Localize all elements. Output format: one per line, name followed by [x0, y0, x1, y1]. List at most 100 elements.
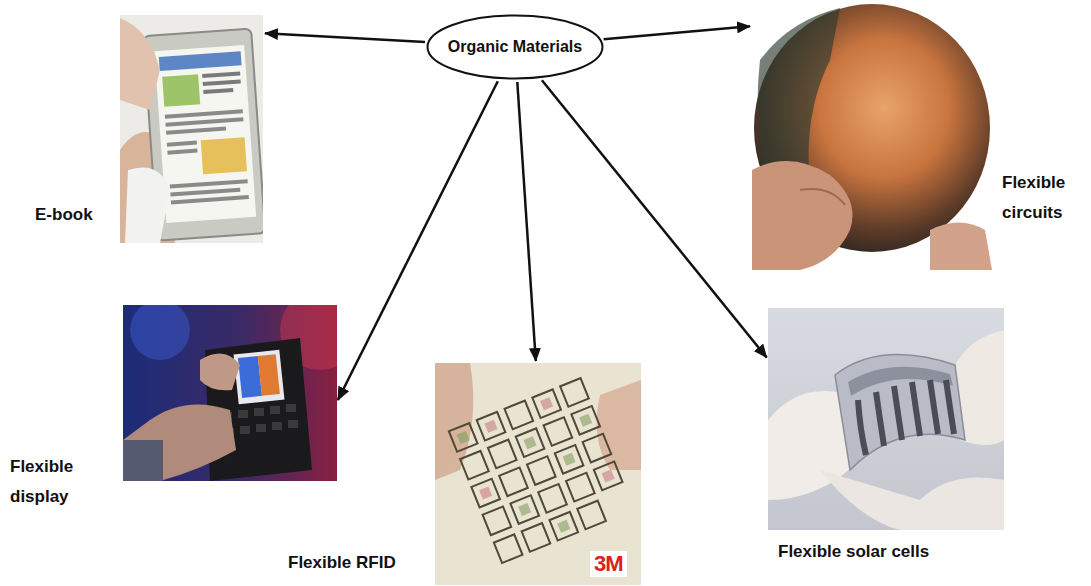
flexible-rfid-photo-part-part [494, 534, 523, 563]
flexible-rfid-photo-part-part [485, 420, 498, 433]
ebook-photo-part [120, 18, 160, 110]
flexible-solar-cell-photo-part [768, 308, 1004, 530]
photo-caption: Flexible circuits [1002, 168, 1084, 228]
central-ellipse: Organic Materials [426, 14, 604, 80]
flexible-rfid-photo-part-part [540, 397, 553, 410]
flexible-rfid-photo-part-part [457, 431, 470, 444]
flexible-rfid-photo-part-part [544, 417, 573, 446]
flexible-rfid-photo-part-part [532, 389, 561, 418]
node-title: Organic Materials [448, 38, 582, 56]
flexible-display-photo-part-part [272, 422, 282, 430]
flexible-display-photo-part [222, 404, 298, 436]
flexible-circuit-photo-part [752, 161, 853, 270]
flexible-rfid-photo-part-part [577, 501, 606, 530]
photo-panel: Flexible display [123, 305, 337, 481]
flexible-rfid-photo-part [435, 363, 641, 585]
ebook-photo-part-part [170, 188, 240, 197]
flexible-rfid-photo-part-part [560, 378, 589, 407]
flexible-rfid-photo-part-part [555, 445, 584, 474]
photo-caption: E-book [35, 200, 117, 230]
flexible-rfid-photo-part-part [527, 456, 556, 485]
flexible-rfid-photo-part-part [563, 453, 576, 466]
ebook-photo-part-part [167, 141, 197, 147]
flexible-rfid-photo-part-part [557, 520, 570, 533]
flexible-rfid-photo-part-part [518, 503, 531, 516]
ebook-photo-part-part [165, 109, 243, 118]
flexible-solar-cell-photo-part-part [912, 382, 920, 436]
arrow-connector [338, 81, 498, 400]
ebook-photo-part-part [201, 137, 247, 174]
flexible-solar-cell-photo-part [835, 355, 965, 470]
flexible-rfid-photo-part-part [471, 479, 500, 508]
photo-caption: Flexible RFID [288, 548, 430, 578]
flexible-display-photo-part-part [240, 426, 250, 434]
flexible-rfid-photo-part-part [522, 523, 551, 552]
flexible-rfid-photo-part-part [579, 414, 592, 427]
flexible-display-photo-part-part [286, 404, 296, 412]
flexible-rfid-photo-part-part [571, 406, 600, 435]
flexible-rfid-photo-part [457, 386, 615, 527]
flexible-display-photo-part-part [288, 420, 298, 428]
flexible-rfid-photo-part [449, 378, 634, 563]
flexible-rfid-photo-part-part [505, 401, 534, 430]
ebook-photo-part-part [154, 45, 256, 223]
brand-logo-text: 3M [590, 551, 627, 577]
flexible-rfid-photo-part-part [516, 428, 545, 457]
flexible-solar-cell-photo-part-part [930, 380, 938, 434]
arrow-connector [265, 33, 425, 42]
photo-panel: Flexible circuits [752, 2, 992, 270]
flexible-display-photo-part [238, 356, 262, 398]
flexible-rfid-photo-part-part [477, 412, 506, 441]
flexible-solar-cell-photo-part-part [894, 386, 902, 440]
flexible-rfid-photo-part-part [449, 423, 478, 452]
ebook-photo-part-part [162, 74, 200, 106]
flexible-solar-cell-photo-part [858, 380, 954, 455]
flexible-display-photo-part-part [238, 410, 248, 418]
flexible-rfid-photo-part [435, 363, 473, 480]
ebook-photo-part-part [165, 117, 243, 126]
flexible-display-photo-part [200, 354, 240, 391]
flexible-solar-cell-photo-part-part [858, 400, 866, 455]
ebook-photo-part-part [159, 51, 242, 71]
flexible-rfid-photo-part-part [483, 507, 512, 536]
photo-caption: Flexible solar cells [778, 537, 998, 567]
photo-panel: Flexible solar cells [768, 308, 1004, 530]
ebook-photo-part-part [171, 195, 249, 204]
flexible-display-photo-part-part [270, 406, 280, 414]
flexible-rfid-photo-part-part [499, 467, 528, 496]
ebook-photo-part-part [203, 88, 233, 94]
flexible-solar-cell-photo-part-part [946, 380, 954, 434]
flexible-rfid-photo-part-part [583, 434, 612, 463]
flexible-rfid-photo-part-part [479, 487, 492, 500]
flexible-rfid-photo [435, 363, 641, 585]
flexible-solar-cell-photo-part-part [876, 392, 884, 446]
ellipse-shape [428, 16, 603, 79]
flexible-rfid-photo-part-part [460, 451, 489, 480]
ebook-photo-part-part [167, 149, 197, 155]
flexible-solar-cell-photo-part [848, 367, 953, 396]
ebook-photo-part-part [166, 127, 226, 135]
ebook-photo-part [120, 15, 263, 243]
arrow-connector [517, 82, 536, 361]
flexible-solar-cell-photo [768, 308, 1004, 530]
flexible-rfid-photo-part-part [566, 473, 595, 502]
flexible-rfid-photo-part-part [549, 512, 578, 541]
flexible-rfid-photo-part [457, 386, 626, 555]
flexible-rfid-photo-part-part [524, 436, 537, 449]
flexible-circuit-photo-part [752, 2, 992, 270]
flexible-solar-cell-photo-part [820, 470, 1004, 530]
flexible-display-photo-part [130, 305, 190, 360]
ebook-photo-part-part [203, 79, 241, 86]
flexible-display-photo-part-part [256, 424, 266, 432]
arrow-connector [542, 80, 767, 357]
flexible-display-photo-part [234, 350, 285, 405]
photo-caption: Flexible display [10, 452, 110, 512]
flexible-circuit-photo-part [930, 223, 992, 271]
flexible-rfid-photo-part-part [488, 440, 517, 469]
flexible-display-photo-part-part [254, 408, 264, 416]
flexible-display-photo-part [123, 440, 163, 481]
flexible-display-photo [123, 305, 337, 481]
